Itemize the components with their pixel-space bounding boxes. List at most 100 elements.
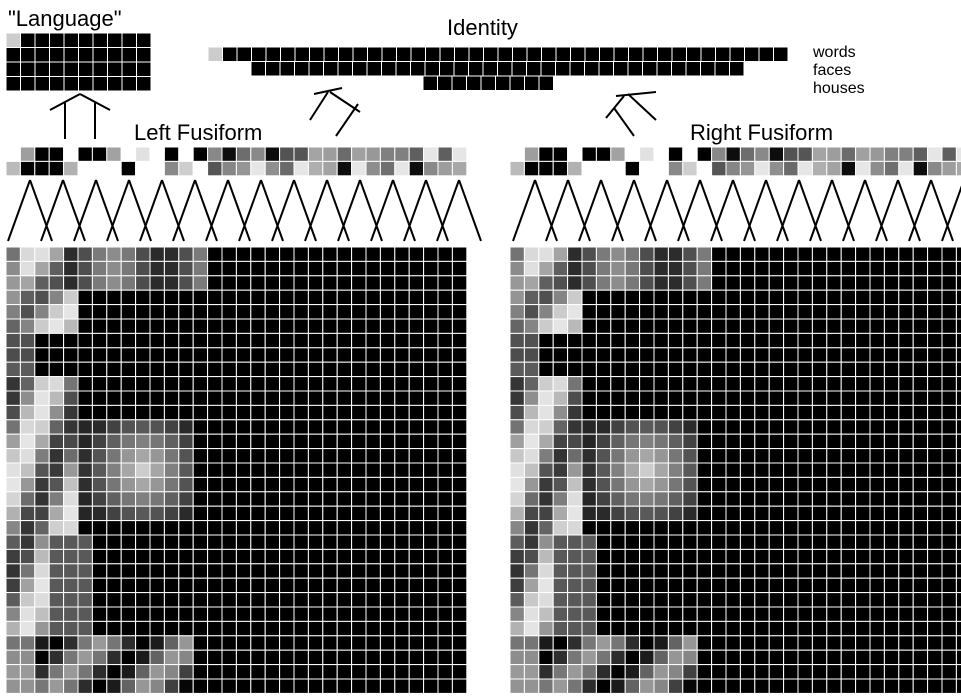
input-pixel xyxy=(264,448,281,464)
input-pixel xyxy=(163,404,180,421)
input-pixel xyxy=(221,649,237,666)
input-pixel xyxy=(351,606,367,622)
input-pixel xyxy=(682,433,698,450)
input-pixel xyxy=(639,404,655,421)
input-pixel xyxy=(912,404,929,421)
input-pixel xyxy=(883,577,900,594)
input-pixel xyxy=(538,635,554,651)
input-pixel xyxy=(639,275,655,291)
input-pixel xyxy=(293,635,309,651)
input-pixel xyxy=(235,376,252,392)
input-pixel xyxy=(811,390,828,406)
input-pixel xyxy=(149,246,165,262)
identity-unit xyxy=(744,46,760,62)
input-pixel xyxy=(408,404,425,421)
input-pixel xyxy=(178,664,194,680)
input-pixel xyxy=(595,332,612,349)
input-pixel xyxy=(365,505,381,522)
fusiform-unit xyxy=(5,160,21,177)
input-pixel xyxy=(653,347,669,363)
fusiform-unit xyxy=(250,160,266,177)
input-pixel xyxy=(639,592,655,608)
input-pixel xyxy=(77,592,93,608)
input-pixel xyxy=(135,347,151,363)
input-pixel xyxy=(336,577,353,594)
input-pixel xyxy=(106,520,122,536)
input-pixel xyxy=(883,476,900,493)
input-pixel xyxy=(63,505,79,522)
receptive-field-line xyxy=(370,179,394,242)
input-pixel xyxy=(869,347,885,363)
input-pixel xyxy=(351,332,367,349)
input-pixel xyxy=(768,476,785,493)
input-pixel xyxy=(624,419,641,435)
fusiform-unit xyxy=(91,146,108,162)
input-pixel xyxy=(207,678,223,694)
input-pixel xyxy=(869,505,885,522)
input-pixel xyxy=(610,664,626,680)
input-pixel xyxy=(912,332,929,349)
input-pixel xyxy=(135,635,151,651)
input-pixel xyxy=(293,476,309,493)
input-pixel xyxy=(696,563,713,579)
input-pixel xyxy=(883,246,900,262)
input-pixel xyxy=(610,534,626,550)
input-pixel xyxy=(927,361,943,378)
input-pixel xyxy=(279,505,295,522)
fusiform-unit xyxy=(106,146,122,162)
input-pixel xyxy=(163,678,180,694)
input-pixel xyxy=(91,332,108,349)
input-pixel xyxy=(927,577,943,594)
input-pixel xyxy=(811,246,828,262)
input-pixel xyxy=(48,678,65,694)
input-pixel xyxy=(783,606,799,622)
input-pixel xyxy=(279,606,295,622)
input-pixel xyxy=(581,318,597,334)
input-pixel xyxy=(538,592,554,608)
input-pixel xyxy=(192,520,209,536)
receptive-field-line xyxy=(875,179,899,242)
input-pixel xyxy=(912,462,929,478)
language-unit xyxy=(121,76,137,92)
input-pixel xyxy=(235,520,252,536)
input-pixel xyxy=(869,664,885,680)
input-pixel xyxy=(279,376,295,392)
input-pixel xyxy=(34,448,50,464)
input-pixel xyxy=(639,563,655,579)
input-pixel xyxy=(163,376,180,392)
input-pixel xyxy=(509,361,525,378)
input-pixel xyxy=(538,548,554,565)
input-pixel xyxy=(639,505,655,522)
input-pixel xyxy=(883,635,900,651)
input-pixel xyxy=(595,433,612,450)
right-fusiform-grid xyxy=(509,146,961,177)
input-pixel xyxy=(567,678,583,694)
input-pixel xyxy=(394,332,410,349)
input-pixel xyxy=(739,433,756,450)
input-pixel xyxy=(552,649,569,666)
input-pixel xyxy=(307,563,324,579)
input-pixel xyxy=(624,620,641,637)
input-pixel xyxy=(19,620,36,637)
input-pixel xyxy=(855,620,871,637)
input-pixel xyxy=(163,289,180,306)
input-pixel xyxy=(855,246,871,262)
input-pixel xyxy=(120,318,137,334)
input-pixel xyxy=(811,606,828,622)
input-pixel xyxy=(221,332,237,349)
fusiform-unit xyxy=(840,160,857,177)
input-pixel xyxy=(523,318,540,334)
input-pixel xyxy=(912,520,929,536)
input-pixel xyxy=(451,592,468,608)
fusiform-unit xyxy=(955,160,961,177)
input-pixel xyxy=(250,433,266,450)
fusiform-unit xyxy=(19,160,36,177)
input-pixel xyxy=(48,548,65,565)
identity-unit xyxy=(439,46,455,62)
input-pixel xyxy=(451,260,468,277)
input-pixel xyxy=(48,635,65,651)
input-pixel xyxy=(509,606,525,622)
input-pixel xyxy=(135,404,151,421)
input-pixel xyxy=(322,347,338,363)
language-unit xyxy=(49,32,65,48)
